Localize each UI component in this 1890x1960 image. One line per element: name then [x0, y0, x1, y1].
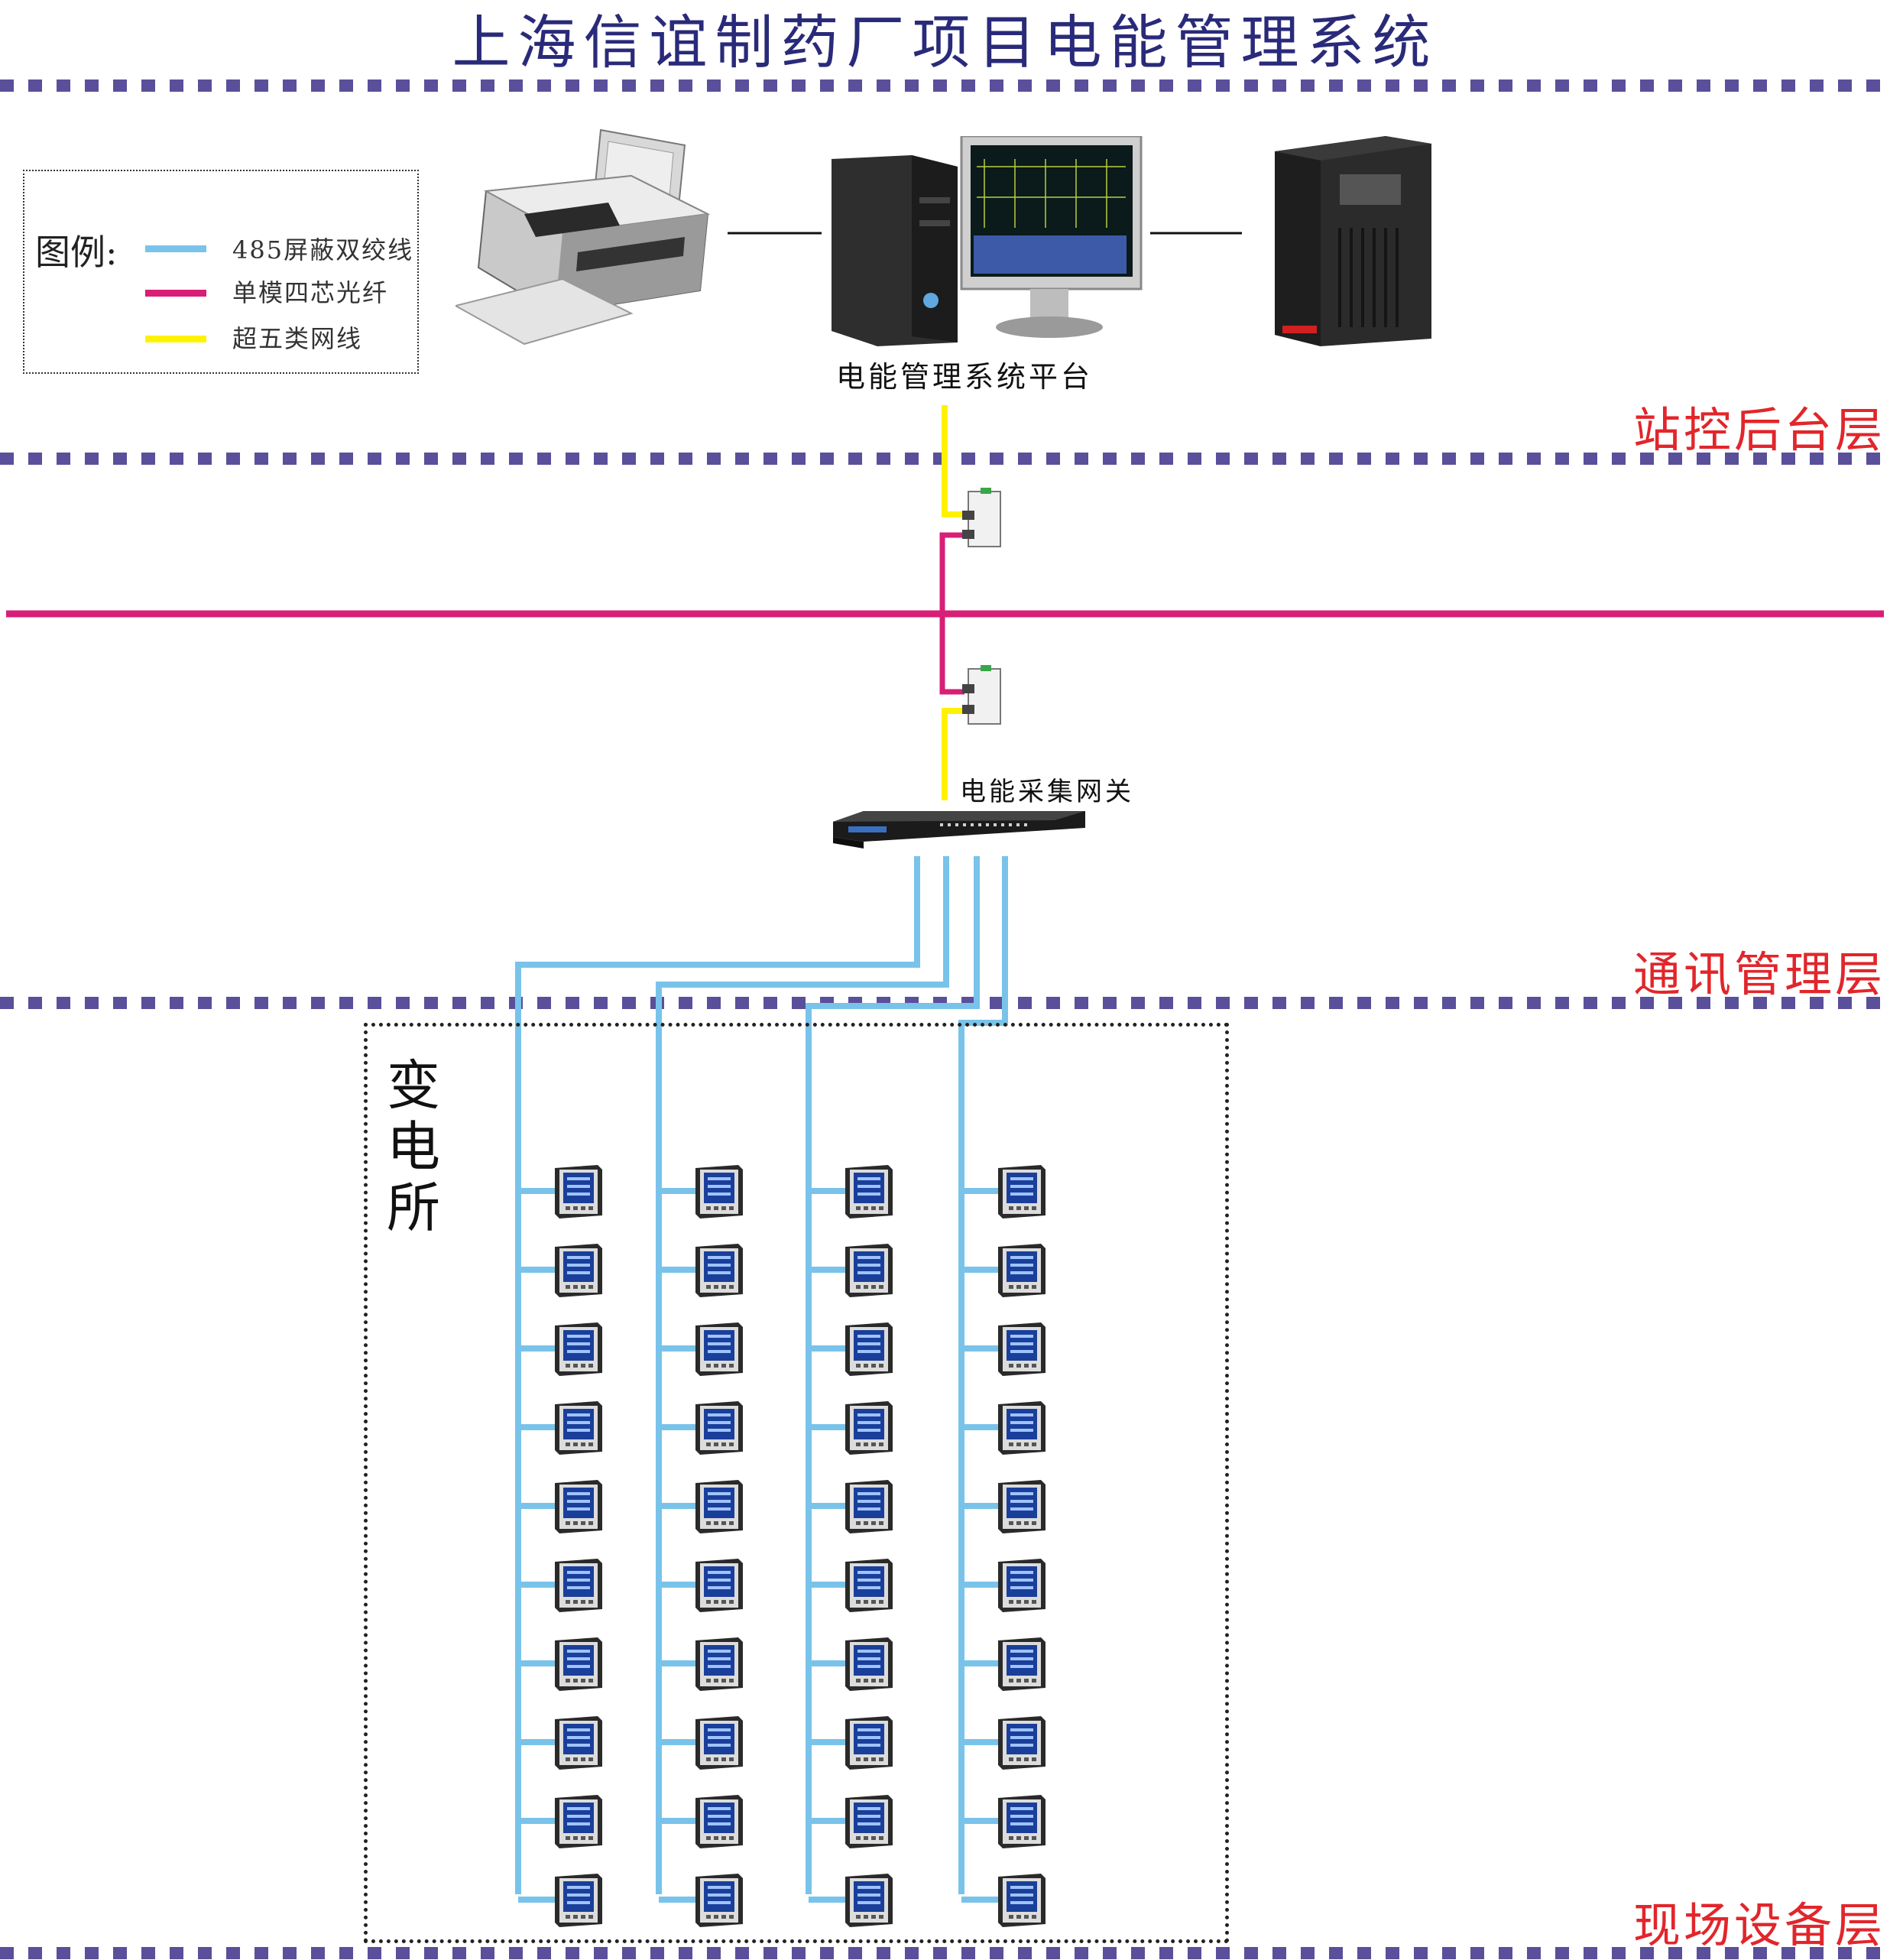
power-meter-icon — [555, 1795, 602, 1848]
power-meter-icon — [845, 1637, 893, 1691]
legend-line-rs485 — [145, 245, 206, 252]
power-meter-icon — [555, 1637, 602, 1691]
power-meter-icon — [555, 1874, 602, 1927]
power-meter-icon — [998, 1401, 1045, 1455]
power-meter-icon — [845, 1716, 893, 1770]
fiber-drop-top — [939, 532, 964, 614]
power-meter-icon — [555, 1322, 602, 1376]
power-meter-icon — [845, 1401, 893, 1455]
power-meter-icon — [998, 1716, 1045, 1770]
platform-label: 电能管理系统平台 — [836, 360, 1094, 394]
power-meter-icon — [695, 1559, 743, 1612]
power-meter-icon — [695, 1716, 743, 1770]
legend-line-ethernet — [145, 336, 206, 342]
power-meter-icon — [695, 1165, 743, 1219]
power-meter-icon — [695, 1322, 743, 1376]
layer-label-station: 站控后台层 — [1632, 402, 1885, 458]
power-meter-icon — [998, 1795, 1045, 1848]
power-meter-icon — [998, 1322, 1045, 1376]
computer-icon — [832, 136, 1143, 346]
converter-bottom-icon — [962, 665, 1001, 725]
power-meter-icon — [695, 1480, 743, 1533]
substation-label: 变电所 — [387, 1054, 440, 1239]
power-meter-icon — [845, 1559, 893, 1612]
power-meter-icon — [998, 1244, 1045, 1297]
power-meter-icon — [695, 1637, 743, 1691]
power-meter-icon — [555, 1401, 602, 1455]
rs485-trunk — [656, 856, 949, 1894]
legend-line-fiber — [145, 290, 206, 297]
power-meter-icon — [555, 1244, 602, 1297]
ethernet-link-bottom — [942, 708, 964, 800]
legend-label-rs485: 485屏蔽双绞线 — [232, 235, 414, 264]
power-meter-icon — [555, 1559, 602, 1612]
power-meter-icon — [695, 1795, 743, 1848]
power-meter-icon — [845, 1874, 893, 1927]
legend-label-ethernet: 超五类网线 — [232, 324, 363, 353]
ups-icon — [1275, 136, 1431, 346]
power-meter-icon — [845, 1165, 893, 1219]
power-meter-icon — [845, 1244, 893, 1297]
power-meter-icon — [555, 1716, 602, 1770]
power-meter-icon — [845, 1795, 893, 1848]
power-meter-icon — [845, 1322, 893, 1376]
rs485-trunk — [806, 856, 980, 1894]
legend-box: 图例: 485屏蔽双绞线 单模四芯光纤 超五类网线 — [23, 170, 419, 374]
power-meter-icon — [998, 1874, 1045, 1927]
layer-label-field: 现场设备层 — [1632, 1897, 1885, 1953]
power-meter-icon — [998, 1637, 1045, 1691]
power-meter-icon — [695, 1244, 743, 1297]
power-meter-icon — [998, 1559, 1045, 1612]
power-meter-icon — [998, 1480, 1045, 1533]
converter-top-icon — [962, 488, 1001, 547]
power-meter-icon — [998, 1165, 1045, 1219]
power-meter-icon — [845, 1480, 893, 1533]
rs485-bus — [515, 856, 1008, 1903]
substation-box — [364, 1023, 1229, 1943]
power-meter-icon — [555, 1165, 602, 1219]
ethernet-link-top — [942, 405, 964, 518]
fiber-drop-bottom — [939, 614, 964, 695]
gateway-label: 电能采集网关 — [960, 777, 1134, 807]
printer-icon — [455, 128, 711, 346]
power-meter-icon — [695, 1874, 743, 1927]
legend-title: 图例: — [35, 232, 118, 273]
layer-label-comm: 通讯管理层 — [1632, 946, 1885, 1002]
power-meter-icon — [555, 1480, 602, 1533]
power-meter-icon — [695, 1401, 743, 1455]
gateway-icon — [833, 811, 1085, 849]
legend-label-fiber: 单模四芯光纤 — [232, 278, 389, 307]
diagram-title: 上海信谊制药厂项目电能管理系统 — [452, 8, 1438, 76]
